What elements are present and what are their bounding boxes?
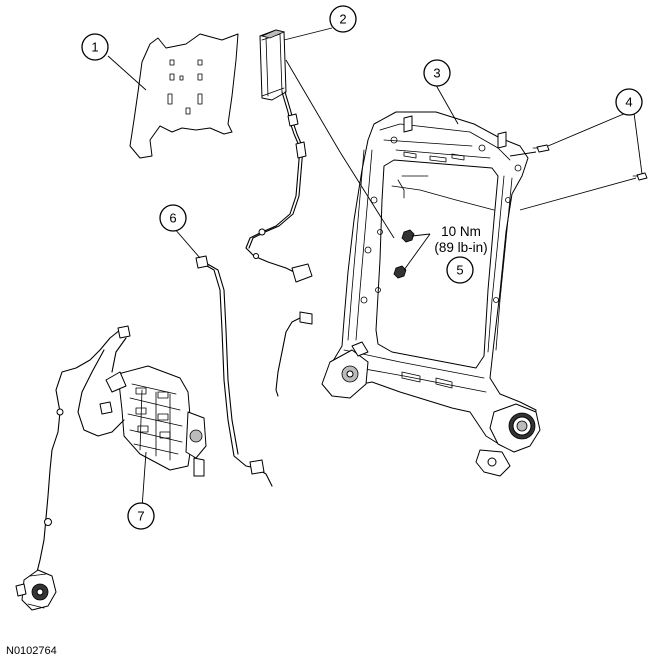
- figure-id: N0102764: [6, 645, 57, 657]
- callout-3: 3: [423, 59, 451, 87]
- frame-cables: [391, 175, 495, 211]
- leader-lines: [107, 27, 643, 509]
- frame-nuts: [393, 229, 415, 279]
- svg-text:5: 5: [456, 263, 463, 278]
- callout-7: 7: [127, 502, 155, 530]
- callout-2: 2: [329, 5, 357, 33]
- torque-imperial: (89 lb-in): [434, 240, 487, 255]
- push-pins: [532, 144, 648, 181]
- svg-text:1: 1: [91, 40, 98, 55]
- torque-specification: 10 Nm (89 lb-in): [434, 224, 487, 255]
- airbag-wiring-harness: [245, 91, 313, 283]
- lumbar-assembly: [15, 325, 207, 611]
- svg-text:7: 7: [137, 509, 144, 524]
- seat-back-panel: [129, 33, 239, 159]
- callout-1: 1: [81, 33, 109, 61]
- callout-4: 4: [615, 88, 643, 116]
- svg-text:3: 3: [433, 66, 440, 81]
- seat-back-frame: [321, 111, 541, 477]
- torque-metric: 10 Nm: [441, 224, 481, 239]
- callout-5: 5: [446, 256, 474, 284]
- callout-6: 6: [159, 204, 187, 232]
- side-airbag-module: [259, 29, 287, 101]
- svg-text:4: 4: [625, 95, 632, 110]
- release-cable: [195, 255, 313, 487]
- svg-text:6: 6: [169, 211, 176, 226]
- svg-text:2: 2: [339, 12, 346, 27]
